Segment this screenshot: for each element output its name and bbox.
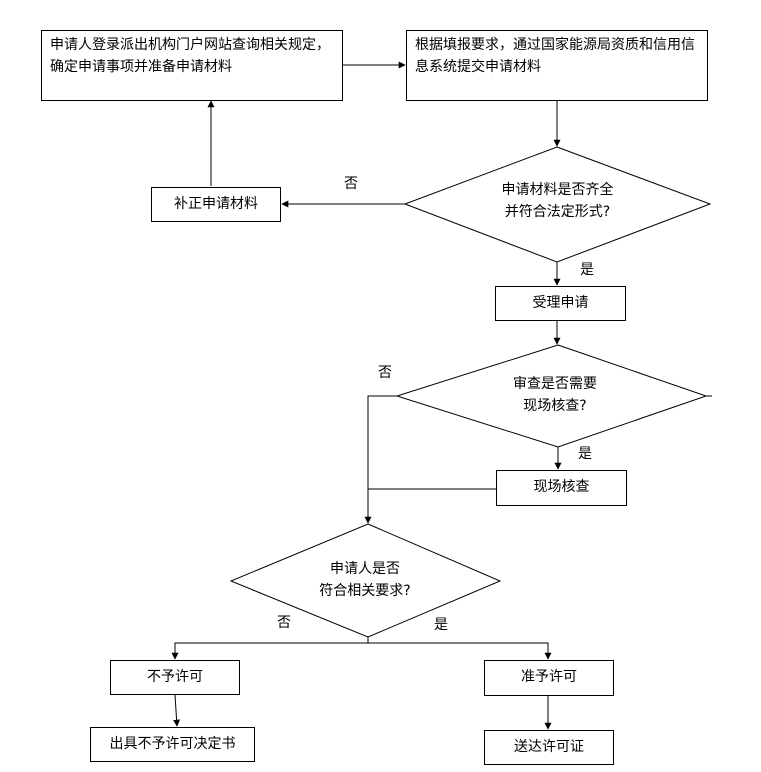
deliver-box: 送达许可证 (484, 730, 614, 765)
label-yes-approve: 是 (434, 617, 448, 633)
meets-requirements-line1: 申请人是否 (330, 561, 400, 577)
login-query-text: 申请人登录派出机构门户网站查询相关规定，确定申请事项并准备申请材料 (50, 37, 330, 75)
need-inspect-line2: 现场核查? (523, 397, 587, 414)
label-yes-accept: 是 (580, 262, 594, 278)
meets-requirements-text: 申请人是否 符合相关要求? (290, 559, 440, 602)
deliver-text: 送达许可证 (514, 738, 584, 755)
label-no-skip-inspect: 否 (378, 365, 392, 381)
supplement-text: 补正申请材料 (174, 195, 258, 212)
check-materials-line1: 申请材料是否齐全 (501, 182, 614, 198)
check-materials-text: 申请材料是否齐全 并符合法定形式? (465, 180, 650, 223)
arrow-deny-to-deny-doc (173, 694, 181, 727)
need-inspect-line1: 审查是否需要 (513, 376, 597, 392)
approve-text: 准予许可 (521, 669, 577, 686)
submit-text: 根据填报要求，通过国家能源局资质和信用信息系统提交申请材料 (415, 37, 695, 75)
approve-box: 准予许可 (484, 660, 614, 696)
submit-box: 根据填报要求，通过国家能源局资质和信用信息系统提交申请材料 (406, 30, 708, 101)
label-no-supplement: 否 (344, 176, 358, 192)
arrow-need-inspect-no-branch (364, 395, 397, 524)
deny-text: 不予许可 (147, 668, 203, 685)
login-query-box: 申请人登录派出机构门户网站查询相关规定，确定申请事项并准备申请材料 (41, 30, 343, 101)
arrow-split-to-deny (171, 642, 368, 660)
label-yes-inspect: 是 (578, 446, 592, 462)
arrow-split-to-approve (368, 642, 552, 660)
check-materials-line2: 并符合法定形式? (504, 203, 611, 220)
accept-text: 受理申请 (532, 294, 589, 311)
deny-doc-text: 出具不予许可决定书 (109, 735, 236, 752)
inspect-text: 现场核查 (533, 479, 590, 496)
supplement-box: 补正申请材料 (151, 187, 281, 222)
deny-box: 不予许可 (110, 660, 240, 695)
need-inspect-text: 审查是否需要 现场核查? (480, 374, 630, 417)
inspect-box: 现场核查 (496, 470, 627, 506)
deny-doc-box: 出具不予许可决定书 (90, 727, 255, 762)
label-no-deny: 否 (277, 615, 291, 631)
meets-requirements-line2: 符合相关要求? (319, 582, 411, 599)
accept-box: 受理申请 (495, 286, 626, 321)
